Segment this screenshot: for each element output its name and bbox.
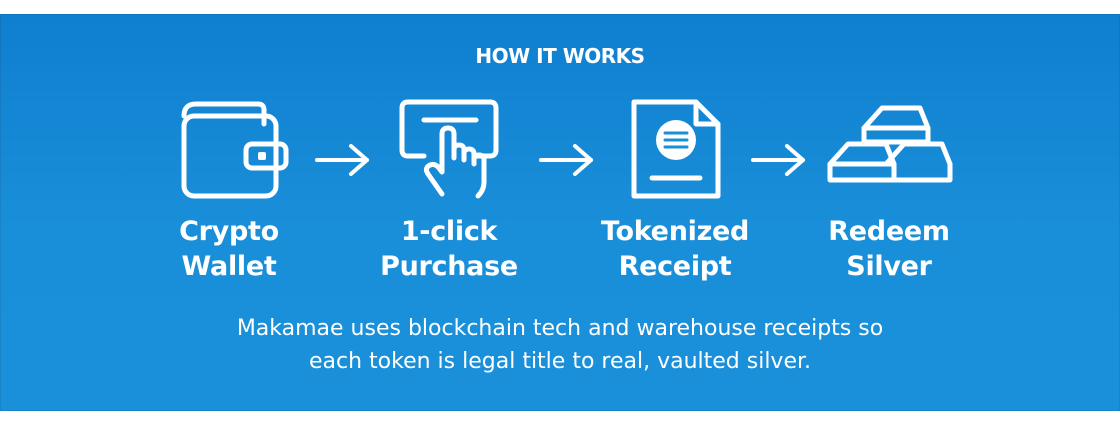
silver-bars-icon	[827, 105, 953, 183]
description-text: Makamae uses blockchain tech and warehou…	[236, 316, 884, 374]
step-redeem-silver: Redeem Silver	[789, 98, 989, 284]
receipt-document-icon	[631, 99, 721, 199]
step-label: Tokenized Receipt	[600, 216, 750, 282]
step-label: 1-click Purchase	[380, 216, 518, 282]
section-title: HOW IT WORKS	[475, 44, 645, 68]
click-hand-icon	[399, 99, 499, 199]
step-label: Crypto Wallet	[179, 216, 279, 282]
wallet-icon	[181, 101, 289, 199]
step-crypto-wallet: Crypto Wallet	[129, 98, 329, 284]
arrow-right-icon	[751, 144, 805, 176]
arrow-right-icon	[315, 144, 369, 176]
step-label: Redeem Silver	[828, 216, 950, 282]
step-tokenized-receipt: Tokenized Receipt	[575, 98, 775, 284]
how-it-works-banner: HOW IT WORKS Crypto Wallet	[0, 14, 1120, 411]
arrow-right-icon	[539, 144, 593, 176]
step-1-click-purchase: 1-click Purchase	[349, 98, 549, 284]
